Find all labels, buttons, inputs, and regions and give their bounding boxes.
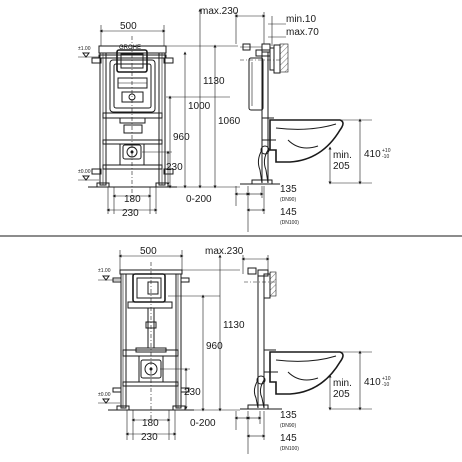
bottom-dim-dn90: (DN90) <box>280 423 296 429</box>
bottom-dim-0-200: 0-200 <box>190 418 216 429</box>
bottom-level-zero: ±0.00 <box>98 392 111 398</box>
top-dim-0-200: 0-200 <box>186 194 212 205</box>
top-dim-230: 230 <box>166 162 183 173</box>
bottom-front-view: 500 <box>98 246 245 443</box>
top-dim-max70: max.70 <box>286 27 319 38</box>
top-dim-135: 135 <box>280 184 297 195</box>
top-front-view: 500 GROHE <box>78 8 241 219</box>
bottom-level-plus-100: ±1.00 <box>98 268 111 274</box>
bottom-dim-min205-b: 205 <box>333 389 350 400</box>
bottom-dim-135: 135 <box>280 410 297 421</box>
top-dim-max230: max.230 <box>200 6 239 17</box>
top-dim-1000: 1000 <box>188 101 211 112</box>
top-brand-logo-text: GROHE <box>119 45 141 51</box>
top-level-plus-100: ±1.00 <box>78 46 91 52</box>
top-side-view: max.230 min.10 max.70 <box>186 6 391 232</box>
top-tol-minus: -10 <box>382 154 389 160</box>
top-dim-180: 180 <box>124 194 141 205</box>
top-dim-min205-a: min. <box>333 150 352 161</box>
bottom-drawing: 500 <box>98 246 391 454</box>
top-dim-960: 960 <box>173 132 190 143</box>
top-dim-dn100: (DN100) <box>280 220 299 226</box>
bottom-dim-500: 500 <box>140 246 157 257</box>
top-dim-410: 410 <box>364 149 381 160</box>
bottom-dim-180: 180 <box>142 418 159 429</box>
top-dim-dn90: (DN90) <box>280 197 296 203</box>
bottom-dim-410: 410 <box>364 377 381 388</box>
bottom-dim-960: 960 <box>206 341 223 352</box>
top-dim-145: 145 <box>280 207 297 218</box>
top-level-zero: ±0.00 <box>78 169 91 175</box>
bottom-dim-max230: max.230 <box>205 246 244 257</box>
top-tol-plus: +10 <box>382 148 391 154</box>
bottom-dim-230: 230 <box>184 387 201 398</box>
top-dim-1060: 1060 <box>218 116 241 127</box>
bottom-dim-min205-a: min. <box>333 378 352 389</box>
bottom-tol-plus: +10 <box>382 376 391 382</box>
top-dim-min205-b: 205 <box>333 161 350 172</box>
bottom-dim-230b: 230 <box>141 432 158 443</box>
bottom-side-view: max.230 <box>190 246 391 454</box>
top-dim-1130: 1130 <box>203 76 225 87</box>
top-dim-500: 500 <box>120 21 137 32</box>
bottom-tol-minus: -10 <box>382 382 389 388</box>
bottom-dim-1130: 1130 <box>223 320 245 331</box>
bottom-dim-dn100: (DN100) <box>280 446 299 452</box>
top-dim-min10: min.10 <box>286 14 316 25</box>
top-dim-230b: 230 <box>122 208 139 219</box>
bottom-dim-145: 145 <box>280 433 297 444</box>
top-drawing: 500 GROHE <box>78 6 391 232</box>
